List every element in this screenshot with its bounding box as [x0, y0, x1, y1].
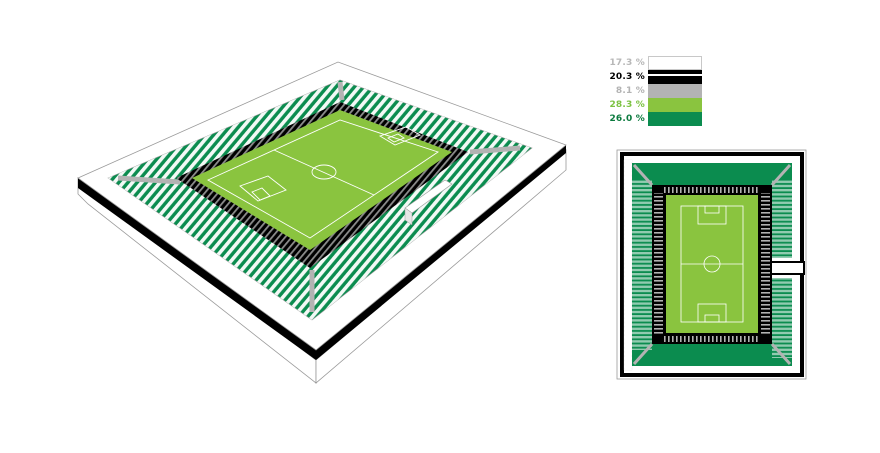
stadium-plan-view: [616, 149, 807, 380]
legend-label: 26.0 %: [609, 114, 645, 124]
football-pitch-markings-plan: [680, 205, 744, 323]
plan-seating-stripes-right-lower: [772, 278, 792, 358]
plan-concourse-teeth-right: [761, 193, 770, 336]
football-pitch-markings-iso: [207, 119, 440, 239]
legend-swatch: [648, 56, 702, 70]
plan-seating-stripes-left: [632, 180, 652, 350]
plan-concourse-teeth-top: [664, 187, 760, 193]
plan-roof-stripes-left-pattern: [624, 160, 632, 370]
iso-stand-gap-face: [404, 207, 413, 226]
legend-swatch: [648, 112, 702, 126]
stadium-isometric-view: [77, 61, 567, 384]
plan-corner-walkways: [632, 163, 792, 366]
plan-concourse-teeth-left: [654, 193, 663, 336]
legend-label: 28.3 %: [609, 100, 645, 110]
legend-item: 28.3 %: [590, 98, 705, 112]
legend-swatch: [648, 70, 702, 84]
legend-label: 20.3 %: [609, 72, 645, 82]
iso-corner-walkways: [117, 81, 521, 312]
iso-black-base-right: [316, 145, 566, 360]
plan-concourse-teeth-bottom: [664, 336, 760, 342]
legend-item: 20.3 %: [590, 70, 705, 84]
legend-item: 8.1 %: [590, 84, 705, 98]
legend-label: 17.3 %: [609, 58, 645, 68]
legend-item: 17.3 %: [590, 56, 705, 70]
iso-pitch: [192, 110, 452, 250]
legend-item: 26.0 %: [590, 112, 705, 126]
iso-black-base-left: [78, 178, 316, 360]
legend-swatch: [648, 98, 702, 112]
legend: 17.3 % 20.3 % 8.1 % 28.3 % 26.0 %: [590, 56, 705, 126]
plan-seating-stripes-right: [772, 180, 792, 258]
legend-label: 8.1 %: [615, 86, 645, 96]
legend-swatch: [648, 84, 702, 98]
